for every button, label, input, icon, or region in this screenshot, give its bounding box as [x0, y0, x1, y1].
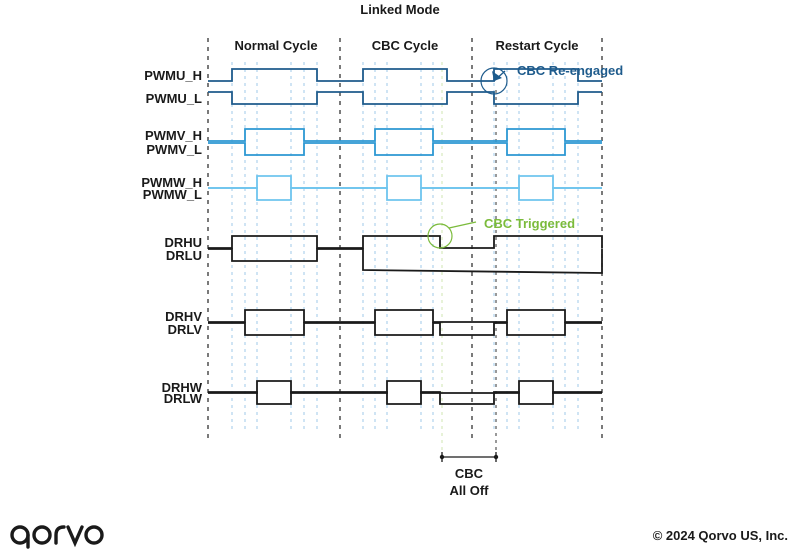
waveform-pwmu-l: [208, 91, 602, 105]
waveform-drhv: [208, 309, 602, 323]
waveform-drlw: [208, 391, 602, 405]
waveform-pwmu-h: [208, 68, 602, 82]
signal-label-drhu: DRHU: [164, 235, 202, 250]
cycle-label-cbc: CBC Cycle: [372, 38, 438, 53]
waveforms: [208, 68, 603, 405]
cbc-all-off-line2: All Off: [450, 483, 490, 498]
signal-label-drlu: DRLU: [166, 248, 202, 263]
timing-guides: [207, 38, 603, 450]
waveform-pwmv-l: [208, 142, 602, 156]
signal-label-pwmw-h: PWMW_H: [141, 175, 202, 190]
triggered-pointer: [448, 221, 477, 229]
signal-label-drhv: DRHV: [165, 309, 202, 324]
signal-label-pwmv-l: PWMV_L: [146, 142, 202, 157]
cbc-all-off-bracket: CBC All Off: [439, 452, 499, 498]
signal-label-pwmu-l: PWMU_L: [146, 91, 202, 106]
waveform-drhu: [208, 235, 603, 249]
signal-label-pwmv-h: PWMV_H: [145, 128, 202, 143]
signal-label-drlv: DRLV: [168, 322, 203, 337]
cycle-label-normal: Normal Cycle: [234, 38, 317, 53]
signal-label-pwmw-l: PWMW_L: [143, 187, 202, 202]
qorvo-logo: [10, 525, 104, 549]
cycle-label-restart: Restart Cycle: [495, 38, 578, 53]
waveform-drhw: [208, 380, 602, 394]
all-off-right-dot: [493, 454, 499, 460]
cbc-reengaged-label: CBC Re-engaged: [517, 63, 623, 78]
copyright-notice: © 2024 Qorvo US, Inc.: [652, 528, 788, 543]
cbc-all-off-line1: CBC: [455, 466, 484, 481]
waveform-drlv: [208, 322, 602, 336]
waveform-drlu: [208, 248, 603, 274]
reengaged-arrowhead: [492, 71, 502, 81]
diagram-title: Linked Mode: [360, 2, 439, 17]
waveform-pwmw-l: [208, 187, 602, 201]
waveform-pwmw-h: [208, 175, 602, 189]
waveform-pwmv-h: [208, 128, 602, 142]
cbc-triggered-label: CBC Triggered: [484, 216, 575, 231]
cbc-reengaged-callout: CBC Re-engaged: [480, 63, 623, 95]
cbc-triggered-callout: CBC Triggered: [427, 216, 575, 249]
triggered-marker-circle: [427, 223, 453, 249]
reengaged-marker-circle: [480, 67, 508, 95]
signal-label-drhw: DRHW: [162, 380, 203, 395]
signal-label-drlw: DRLW: [164, 391, 203, 406]
signal-label-pwmu-h: PWMU_H: [144, 68, 202, 83]
all-off-left-dot: [439, 454, 445, 460]
